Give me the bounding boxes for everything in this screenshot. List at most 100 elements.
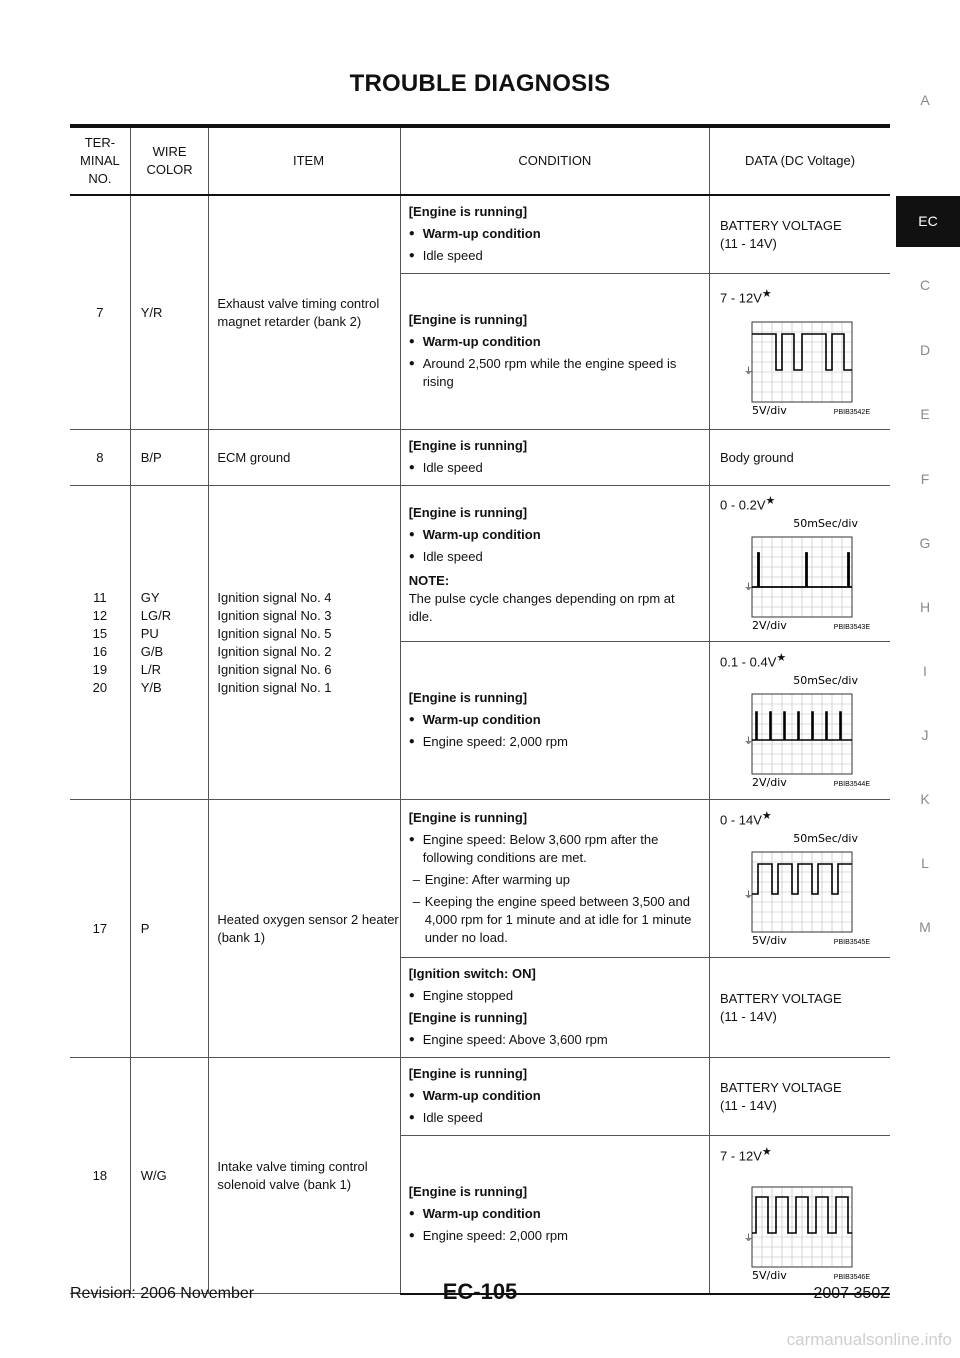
condition-bullet: Around 2,500 rpm while the engine speed … <box>409 355 701 391</box>
condition-bullet: Engine stopped <box>409 987 701 1005</box>
oscilloscope-waveform: ⏚ 5V/div PBIB3542E <box>744 321 871 417</box>
condition-bullet: Idle speed <box>409 548 701 566</box>
side-tab-h[interactable]: H <box>919 599 931 615</box>
wire-color: W/G <box>129 1057 209 1294</box>
scope-time-label: 50mSec/div <box>793 674 858 687</box>
condition-cell: [Engine is running] Warm-up condition Ar… <box>399 273 710 430</box>
condition-heading: [Engine is running] <box>408 312 528 327</box>
side-tab-a[interactable]: A <box>920 92 930 108</box>
oscilloscope-waveform: 50mSec/div ⏚ 2V/div PBIB3543E <box>744 517 870 632</box>
condition-cell: [Engine is running] Warm-up condition En… <box>399 1135 710 1295</box>
condition-heading: [Ignition switch: ON] <box>408 966 536 981</box>
side-tab-c[interactable]: C <box>919 277 931 293</box>
scope-volt-label: 5V/div <box>752 1269 787 1282</box>
data-value: BATTERY VOLTAGE (11 - 14V) <box>709 1057 890 1136</box>
wire-color: GY LG/R PU G/B L/R Y/B <box>129 485 209 800</box>
terminal-no: 7 <box>70 195 131 430</box>
side-tab-m[interactable]: M <box>919 919 931 935</box>
star-icon: ★ <box>765 495 776 508</box>
wire-color: Y/R <box>129 195 209 430</box>
condition-bullet: Warm-up condition <box>409 526 701 544</box>
data-value-text: 0 - 14V <box>720 812 762 828</box>
terminal-no: 8 <box>70 429 131 486</box>
side-tab-k[interactable]: K <box>920 791 930 807</box>
data-cell: 0 - 0.2V★ 50mSec/div ⏚ 2V/div PBIB3543E <box>709 485 890 642</box>
side-tab-e[interactable]: E <box>920 406 930 422</box>
terminal-table: TER- MINAL NO. WIRE COLOR ITEM CONDITION… <box>70 124 890 1295</box>
scope-volt-label: 2V/div <box>752 619 787 632</box>
condition-heading: [Engine is running] <box>408 810 528 825</box>
item-text: Intake valve timing control solenoid val… <box>208 1057 401 1294</box>
oscilloscope-waveform: 50mSec/div ⏚ 2V/div PBIB3544E <box>744 674 870 789</box>
condition-bullet: Warm-up condition <box>409 1087 701 1105</box>
scope-volt-label: 5V/div <box>752 404 787 417</box>
scope-figure-code: PBIB3545E <box>834 939 871 946</box>
condition-cell: [Engine is running] Warm-up condition Id… <box>399 1057 710 1136</box>
item-text: Ignition signal No. 4 Ignition signal No… <box>208 485 401 800</box>
condition-bullet: Idle speed <box>409 247 701 265</box>
side-tab-j[interactable]: J <box>921 727 929 743</box>
data-cell: 0 - 14V★ 50mSec/div ⏚ 5V/div PBIB3545E <box>709 799 890 958</box>
table-row: [Engine is running] Warm-up condition En… <box>70 641 890 800</box>
data-value: 0.1 - 0.4V★ <box>720 649 880 671</box>
data-value: BATTERY VOLTAGE (11 - 14V) <box>709 195 890 274</box>
condition-bullet: Warm-up condition <box>409 333 701 351</box>
condition-heading: [Engine is running] <box>408 505 528 520</box>
condition-bullet: Warm-up condition <box>409 1205 701 1223</box>
table-row: [Engine is running] Warm-up condition En… <box>70 1135 890 1295</box>
table-row: 11 12 15 16 19 20 GY LG/R PU G/B L/R Y/B… <box>70 485 890 800</box>
condition-bullet: Engine speed: Above 3,600 rpm <box>409 1031 701 1049</box>
header-item: ITEM <box>208 124 401 196</box>
side-tab-g[interactable]: G <box>919 535 931 551</box>
note-text: The pulse cycle changes depending on rpm… <box>408 591 675 624</box>
condition-heading: [Engine is running] <box>408 438 528 453</box>
data-value: 7 - 12V★ <box>720 1143 880 1165</box>
condition-cell: [Ignition switch: ON] Engine stopped [En… <box>399 957 710 1058</box>
watermark: carmanualsonline.info <box>786 1330 952 1349</box>
scope-figure-code: PBIB3546E <box>834 1274 871 1281</box>
condition-bullet: Idle speed <box>409 1109 701 1127</box>
condition-bullet: Engine speed: Below 3,600 rpm after the … <box>409 831 701 867</box>
condition-bullet: Warm-up condition <box>409 225 701 243</box>
side-tab-ec[interactable]: EC <box>896 196 960 247</box>
side-tab-f[interactable]: F <box>920 471 930 487</box>
oscilloscope-waveform: 50mSec/div ⏚ 5V/div PBIB3545E <box>744 832 871 947</box>
data-value: 7 - 12V★ <box>720 285 880 307</box>
condition-cell: [Engine is running] Warm-up condition En… <box>399 641 710 800</box>
condition-bullet: Idle speed <box>409 459 701 477</box>
note-title: NOTE: <box>408 573 450 588</box>
side-tab-d[interactable]: D <box>919 342 931 358</box>
condition-sub-item: Engine: After warming up <box>409 871 701 889</box>
side-tab-l[interactable]: L <box>921 855 929 871</box>
condition-cell: [Engine is running] Idle speed <box>399 429 710 486</box>
item-text: Exhaust valve timing control magnet reta… <box>208 195 401 430</box>
item-text: ECM ground <box>208 429 401 486</box>
header-data: DATA (DC Voltage) <box>709 124 890 196</box>
data-value-text: 7 - 12V <box>720 1148 762 1164</box>
data-value: Body ground <box>709 429 890 486</box>
condition-bullet: Warm-up condition <box>409 711 701 729</box>
table-row: [Ignition switch: ON] Engine stopped [En… <box>70 957 890 1058</box>
wire-color: P <box>129 799 209 1058</box>
star-icon: ★ <box>776 652 787 665</box>
data-value-text: 7 - 12V <box>720 290 762 306</box>
side-tab-i[interactable]: I <box>923 663 927 679</box>
table-row: 17 P Heated oxygen sensor 2 heater (bank… <box>70 799 890 1058</box>
footer-revision: Revision: 2006 November <box>70 1285 255 1302</box>
svg-text:⏚: ⏚ <box>744 890 753 901</box>
condition-cell: [Engine is running] Warm-up condition Id… <box>399 485 710 642</box>
data-cell: 7 - 12V★ ⏚ 5V/div PBIB3542E <box>709 273 890 430</box>
header-terminal: TER- MINAL NO. <box>70 124 131 196</box>
data-value-text: 0 - 0.2V <box>720 497 766 513</box>
scope-volt-label: 2V/div <box>752 776 787 789</box>
terminal-no: 11 12 15 16 19 20 <box>70 485 131 800</box>
terminal-no: 18 <box>70 1057 131 1294</box>
scope-time-label: 50mSec/div <box>793 517 858 530</box>
condition-bullet: Engine speed: 2,000 rpm <box>409 733 701 751</box>
scope-figure-code: PBIB3542E <box>834 409 871 416</box>
data-value: 0 - 14V★ <box>720 807 880 829</box>
svg-text:⏚: ⏚ <box>744 1233 753 1244</box>
scope-volt-label: 5V/div <box>752 934 787 947</box>
condition-heading: [Engine is running] <box>408 690 528 705</box>
condition-heading: [Engine is running] <box>408 1183 528 1199</box>
